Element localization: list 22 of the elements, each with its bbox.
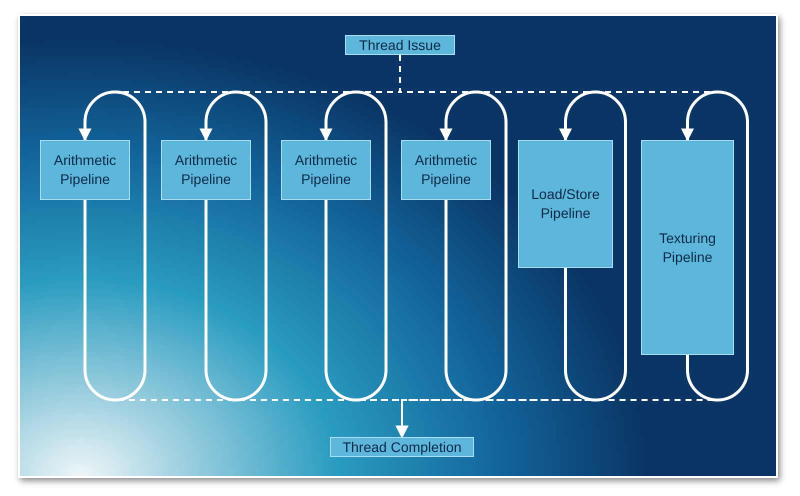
process-box [330,437,474,457]
process-box [40,140,130,200]
arrow [78,90,146,402]
process-box [345,35,455,55]
arrow [320,90,388,402]
box-label: Arithmetic Pipeline [294,151,358,189]
box-label: Texturing Pipeline [658,228,717,266]
arrow [440,90,508,402]
box-label: Thread Issue [359,36,441,54]
arrow [200,90,268,402]
box-label: Arithmetic Pipeline [414,151,478,189]
process-box [281,140,371,200]
process-box [401,140,491,200]
box-label: Arithmetic Pipeline [52,151,118,189]
arrow [681,90,749,402]
arrow [559,90,627,402]
box-label: Arithmetic Pipeline [174,151,238,189]
box-label: Load/Store Pipeline [530,185,601,223]
process-box [518,140,613,268]
process-box [641,140,734,355]
box-label: Thread Completion [342,438,462,456]
process-box [161,140,251,200]
